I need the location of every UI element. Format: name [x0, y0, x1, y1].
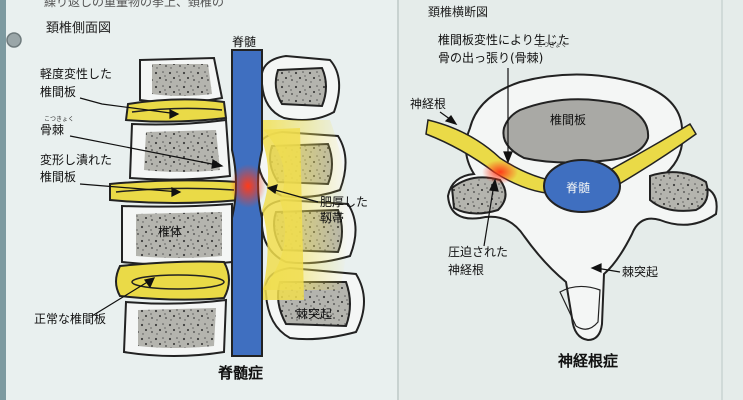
label-bone-spur-ruby: こつきょく — [44, 116, 74, 123]
label-nerve-root: 神経根 — [410, 97, 446, 111]
mild-degenerated-disc — [124, 98, 228, 123]
spur-note-line1: 椎間板変性により生じた — [438, 32, 570, 47]
label-deformed-disc-line1: 変形し潰れた — [40, 152, 112, 167]
left-panel-title: 頚椎側面図 — [46, 21, 111, 36]
label-compressed-root-line1: 圧迫された — [448, 245, 508, 259]
spinal-cord — [230, 49, 266, 357]
right-panel-title: 頚椎横断図 — [428, 4, 488, 19]
left-leader-lines — [69, 97, 319, 317]
label-spinous-process-cross: 棘突起 — [622, 264, 658, 279]
right-nerve-root — [609, 122, 697, 188]
label-thick-ligament-line1: 肥厚した — [320, 195, 368, 209]
top-text: 繰り返しの重量物の挙上、頚椎の — [44, 0, 224, 9]
vertebra-1-core — [152, 64, 212, 96]
vertebral-body-core — [136, 212, 222, 258]
spur-note-ruby: こつきょく — [537, 42, 567, 49]
label-vertebral-body: 椎体 — [158, 224, 182, 239]
label-compressed-root-line2: 神経根 — [448, 263, 484, 277]
right-caption: 神経根症 — [558, 352, 618, 370]
right-leader-lines — [439, 68, 621, 273]
spinal-cord-label: 脊髄 — [232, 34, 256, 49]
label-normal-disc: 正常な椎間板 — [34, 311, 106, 326]
vertebra-2-core — [144, 130, 220, 172]
spinal-cord-cross-section — [543, 159, 621, 213]
ligament-band — [258, 128, 304, 300]
label-disc: 椎間板 — [550, 112, 586, 127]
label-thick-ligament-line2: 靱帯 — [320, 211, 344, 225]
compressed-root-highlight — [482, 160, 518, 184]
binder-ring — [6, 32, 22, 48]
right-facet — [649, 171, 709, 212]
label-mild-disc-line1: 軽度変性した — [40, 66, 112, 81]
label-deformed-disc-line2: 椎間板 — [40, 169, 76, 184]
label-bone-spur: 骨棘 — [40, 123, 64, 137]
normal-disc — [115, 260, 230, 301]
label-spinous-process: 棘突起 — [296, 306, 332, 321]
compression-highlight — [230, 164, 266, 208]
vertebra-5-core — [138, 308, 216, 348]
label-spinal-cord-cross: 脊髄 — [566, 180, 590, 195]
label-mild-disc-line2: 椎間板 — [40, 84, 76, 99]
nerve-roots — [425, 119, 697, 213]
left-caption: 脊髄症 — [217, 364, 263, 382]
disc-cross-section — [502, 98, 650, 164]
spur-note-line2: 骨の出っ張り(骨棘) — [438, 51, 543, 65]
